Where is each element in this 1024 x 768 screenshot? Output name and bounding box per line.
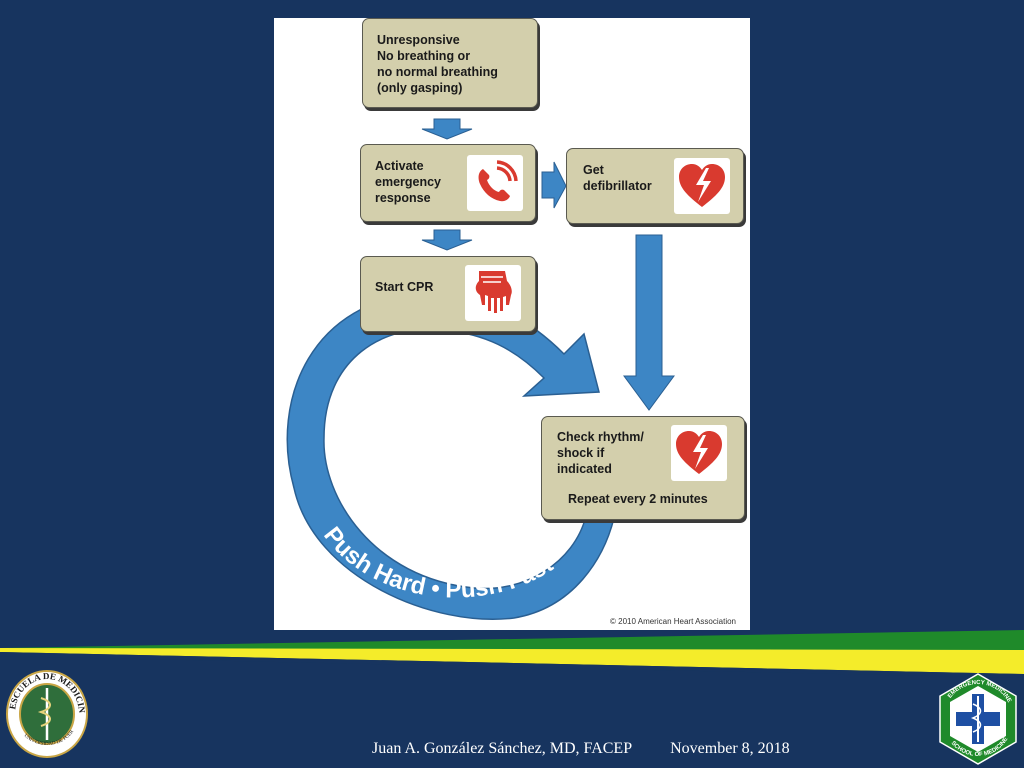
repeat-label: Repeat every 2 minutes: [568, 492, 708, 506]
copyright-text: © 2010 American Heart Association: [610, 617, 736, 626]
heart-defibrillator-icon: [671, 425, 727, 481]
box-start-cpr: Start CPR: [360, 256, 536, 332]
box-defibrillator-text: Get defibrillator: [583, 163, 652, 193]
phone-icon: [467, 155, 523, 211]
box-unresponsive-text: Unresponsive No breathing or no normal b…: [377, 33, 498, 95]
emergency-medicine-logo: EMERGENCY MEDICINE SCHOOL OF MEDICINE: [939, 673, 1017, 765]
author-name: Juan A. González Sánchez, MD, FACEP: [372, 740, 633, 757]
box-get-defibrillator: Get defibrillator: [566, 148, 744, 224]
footer-band: [0, 630, 1024, 768]
flowchart-card: Push Hard • Push Fast Unresponsive No br…: [274, 18, 750, 630]
box-check-text: Check rhythm/ shock if indicated: [557, 430, 644, 476]
presentation-date: November 8, 2018: [670, 740, 790, 757]
box-cpr-text: Start CPR: [375, 280, 434, 294]
long-down-arrow: [623, 234, 675, 411]
escuela-medicina-logo: ESCUELA DE MEDICINA UNIVERSIDAD DE PUERT…: [5, 668, 88, 758]
cycle-loop-arrow: [286, 292, 615, 620]
right-arrow: [541, 161, 567, 209]
footer-credits: Juan A. González Sánchez, MD, FACEP Nove…: [372, 740, 790, 758]
flowchart-diagram: Push Hard • Push Fast: [286, 118, 675, 620]
down-arrow-2: [421, 229, 473, 251]
box-check-rhythm: Check rhythm/ shock if indicated Repeat …: [541, 416, 745, 520]
heart-defibrillator-icon: [674, 158, 730, 214]
hands-icon: [465, 265, 521, 321]
box-unresponsive: Unresponsive No breathing or no normal b…: [362, 18, 538, 108]
box-activate-text: Activate emergency response: [375, 159, 442, 205]
down-arrow-1: [421, 118, 473, 140]
box-activate-emergency: Activate emergency response: [360, 144, 536, 222]
